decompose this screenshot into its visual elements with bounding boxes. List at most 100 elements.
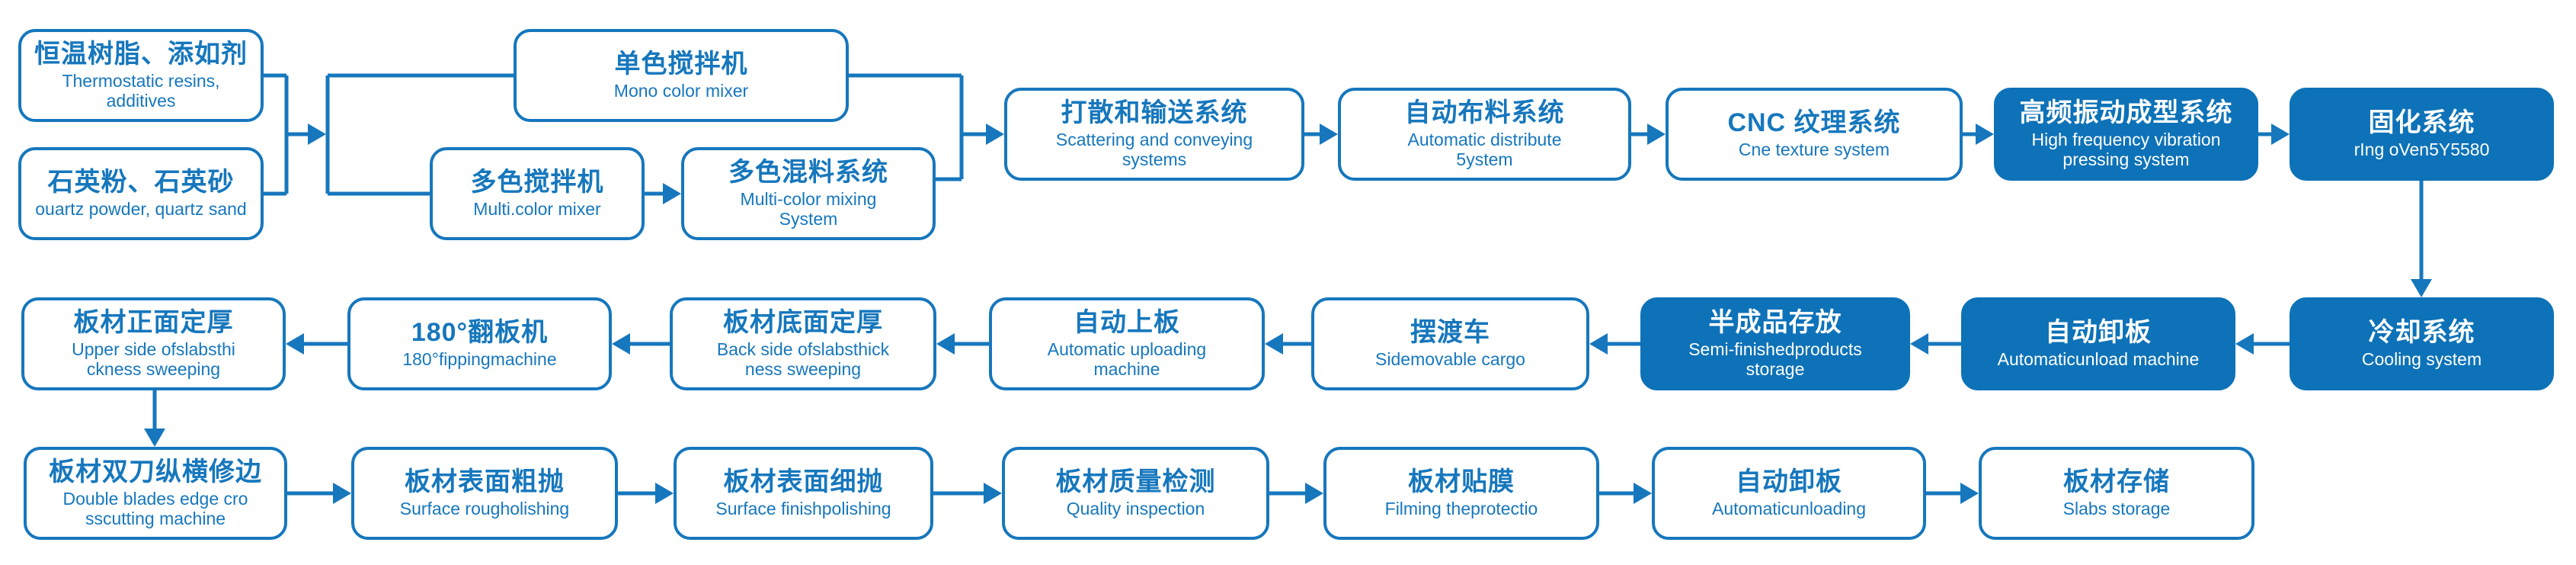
node-shuttle-cart: 摆渡车 Sidemovable cargo (1311, 297, 1589, 390)
arrowhead-right-icon (1976, 124, 1994, 145)
node-label-en: Double blades edge cro sscutting machine (62, 489, 248, 529)
node-label-zh: 自动卸板 (1736, 467, 1842, 497)
connector-inputs-merge (264, 73, 514, 196)
arrowhead-right-icon (663, 183, 681, 204)
node-multi-color-mixing-system: 多色混料系统 Multi-color mixing System (681, 147, 936, 240)
node-label-en: Surface finishpolishing (715, 499, 891, 519)
arrowhead-right-icon (655, 483, 674, 504)
node-label-en: Scattering and conveying systems (1055, 130, 1253, 170)
connector-line (849, 73, 986, 181)
node-filming-protection: 板材贴膜 Filming theprotectio (1323, 447, 1599, 540)
node-label-zh: 自动布料系统 (1404, 98, 1565, 128)
node-label-zh: 半成品存放 (1708, 308, 1842, 338)
arrowhead-left-icon (2235, 333, 2254, 355)
node-quartz-powder: 石英粉、石英砂 ouartz powder, quartz sand (18, 147, 264, 240)
node-label-en: 180°fippingmachine (402, 349, 557, 370)
arrowhead-left-icon (286, 333, 304, 355)
node-label-zh: 板材表面粗抛 (405, 467, 565, 497)
node-automatic-uploading-machine: 自动上板 Automatic uploading machine (989, 297, 1265, 390)
node-label-zh: 高频振动成型系统 (2019, 98, 2233, 128)
node-label-zh: 自动卸板 (2045, 318, 2152, 348)
connector-row1 (1304, 124, 2290, 145)
node-label-en: ouartz powder, quartz sand (35, 199, 247, 220)
node-label-en: Automatic distribute 5ystem (1407, 130, 1562, 170)
node-surface-rough-polishing: 板材表面粗抛 Surface rougholishing (351, 447, 618, 540)
node-label-en: Cooling system (2361, 349, 2482, 370)
node-label-en: Multi.color mixer (473, 199, 601, 220)
node-label-en: Automaticunload machine (1997, 349, 2200, 370)
node-automatic-unloading: 自动卸板 Automaticunloading (1652, 447, 1926, 540)
node-semi-finished-storage: 半成品存放 Semi-finishedproducts storage (1640, 297, 1910, 390)
node-label-en: Surface rougholishing (399, 499, 570, 519)
arrowhead-right-icon (1647, 124, 1666, 145)
arrowhead-right-icon (2271, 124, 2290, 145)
node-label-zh: 多色混料系统 (728, 158, 888, 188)
node-label-zh: 板材贴膜 (1408, 467, 1515, 497)
node-automatic-unload-machine: 自动卸板 Automaticunload machine (1961, 297, 2235, 390)
node-label-zh: 固化系统 (2368, 108, 2475, 138)
node-backside-thickness-sweeping: 板材底面定厚 Back side ofslabsthick ness sweep… (670, 297, 936, 390)
node-label-en: rIng oVen5Y5580 (2354, 140, 2490, 160)
node-label-en: Automaticunloading (1711, 499, 1867, 519)
node-thermostatic-resins: 恒温树脂、添如剂 Thermostatic resins, additives (18, 29, 264, 122)
node-flipping-machine: 180°翻板机 180°fippingmachine (347, 297, 612, 390)
arrowhead-right-icon (984, 483, 1002, 504)
arrowhead-right-icon (1305, 483, 1323, 504)
connector-row2-to-row3 (144, 390, 165, 447)
node-label-zh: 冷却系统 (2368, 318, 2475, 348)
node-label-zh: 板材存储 (2063, 467, 2170, 497)
node-mono-color-mixer: 单色搅拌机 Mono color mixer (514, 29, 849, 122)
node-scattering-conveying-systems: 打散和输送系统 Scattering and conveying systems (1004, 88, 1304, 181)
node-label-zh: 180°翻板机 (411, 318, 549, 348)
node-label-zh: 摆渡车 (1410, 318, 1490, 348)
node-label-zh: 恒温树脂、添如剂 (34, 40, 248, 69)
arrowhead-down-icon (2411, 279, 2432, 297)
node-label-zh: 单色搅拌机 (614, 50, 748, 79)
node-curing-system: 固化系统 rIng oVen5Y5580 (2290, 88, 2554, 181)
arrowhead-left-icon (936, 333, 955, 355)
node-label-zh: 石英粉、石英砂 (47, 168, 235, 197)
connector-mixers-merge (849, 73, 1004, 181)
node-label-zh: 板材表面细抛 (723, 467, 884, 497)
connector-mixer-to-mixing (645, 183, 681, 204)
node-label-zh: 板材正面定厚 (73, 308, 234, 338)
node-label-zh: CNC 纹理系统 (1727, 108, 1901, 138)
arrowhead-right-icon (308, 124, 326, 145)
connector-curing-to-cooling (2411, 181, 2432, 297)
arrowhead-right-icon (1960, 483, 1979, 504)
node-label-en: Thermostatic resins, additives (62, 71, 220, 111)
node-label-en: Sidemovable cargo (1375, 349, 1525, 370)
arrowhead-left-icon (612, 333, 630, 355)
node-label-zh: 板材双刀纵横修边 (49, 457, 262, 487)
connector-row3 (287, 483, 1979, 504)
node-upperside-thickness-sweeping: 板材正面定厚 Upper side ofslabsthi ckness swee… (21, 297, 286, 390)
node-quality-inspection: 板材质量检测 Quality inspection (1002, 447, 1269, 540)
node-label-en: Quality inspection (1066, 499, 1205, 519)
arrowhead-right-icon (1634, 483, 1652, 504)
node-label-en: High frequency vibration pressing system (2031, 130, 2221, 170)
node-label-en: Slabs storage (2062, 499, 2171, 519)
node-label-en: Upper side ofslabsthi ckness sweeping (72, 339, 235, 380)
node-cooling-system: 冷却系统 Cooling system (2290, 297, 2554, 390)
arrowhead-down-icon (144, 429, 165, 447)
connector-line (325, 73, 514, 196)
node-multi-color-mixer: 多色搅拌机 Multi.color mixer (430, 147, 645, 240)
node-label-zh: 自动上板 (1074, 308, 1180, 338)
node-label-zh: 打散和输送系统 (1061, 98, 1248, 128)
connector-line (264, 73, 308, 196)
node-label-en: Cne texture system (1738, 140, 1890, 160)
arrowhead-right-icon (986, 124, 1004, 145)
node-slabs-storage: 板材存储 Slabs storage (1979, 447, 2254, 540)
node-surface-finish-polishing: 板材表面细抛 Surface finishpolishing (674, 447, 933, 540)
arrowhead-right-icon (333, 483, 351, 504)
arrowhead-right-icon (1320, 124, 1338, 145)
node-automatic-distribute-system: 自动布料系统 Automatic distribute 5ystem (1338, 88, 1631, 181)
arrowhead-left-icon (1910, 333, 1928, 355)
node-label-zh: 多色搅拌机 (470, 168, 604, 197)
node-label-en: Multi-color mixing System (740, 189, 877, 230)
node-label-en: Back side ofslabsthick ness sweeping (716, 339, 890, 380)
arrowhead-left-icon (1589, 333, 1608, 355)
node-label-en: Automatic uploading machine (1047, 339, 1207, 380)
